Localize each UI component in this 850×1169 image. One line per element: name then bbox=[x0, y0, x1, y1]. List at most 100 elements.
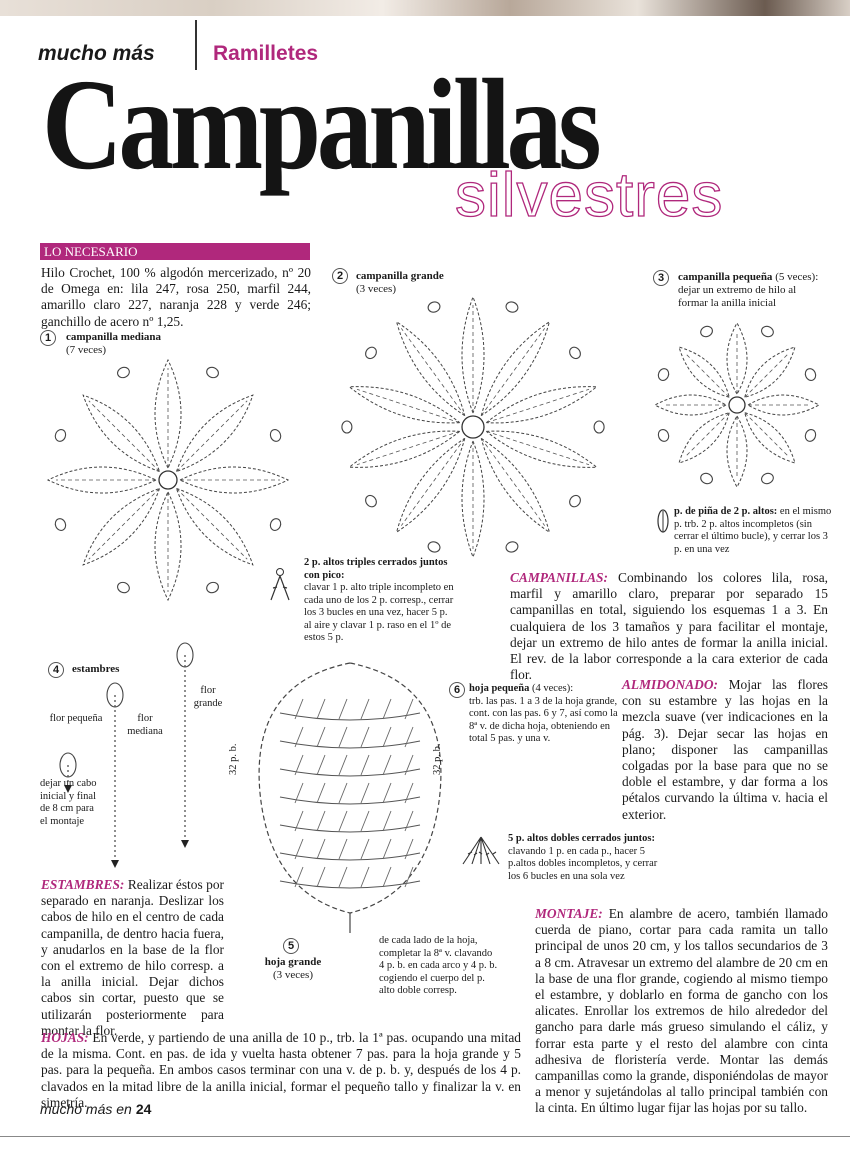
petal-loop bbox=[657, 368, 670, 381]
petal bbox=[82, 488, 160, 566]
leaf-row bbox=[279, 852, 421, 861]
leaf-stitch bbox=[316, 782, 326, 804]
diagram-label-3: campanilla pequeña (5 veces):dejar un ex… bbox=[678, 271, 819, 309]
side-label-left: 32 p. b. bbox=[228, 743, 239, 776]
label-flor-pequena: flor pequeña bbox=[49, 713, 103, 724]
center-ring bbox=[461, 415, 485, 439]
petal bbox=[744, 346, 796, 398]
leaf-stitch bbox=[360, 838, 370, 860]
center-ring bbox=[158, 470, 178, 490]
leaf-row bbox=[279, 880, 421, 889]
diagram-number-5: 5 bbox=[283, 938, 299, 954]
leaf-stitch bbox=[404, 810, 414, 832]
label-dejar-cabo: dejar un cabo inicial y final de 8 cm pa… bbox=[40, 778, 97, 827]
stamen-end-icon bbox=[64, 785, 72, 793]
petal-loop bbox=[206, 581, 219, 594]
necesario-heading: LO NECESARIO bbox=[40, 243, 310, 260]
petal bbox=[726, 321, 748, 395]
leaf-row bbox=[279, 740, 421, 749]
leaf-stitch bbox=[360, 782, 370, 804]
leaf-stitch bbox=[360, 726, 370, 748]
leaf-row bbox=[279, 712, 421, 721]
petal-loop bbox=[269, 429, 282, 442]
petal-loop bbox=[569, 346, 581, 360]
petal-loop bbox=[657, 429, 670, 442]
page-subtitle: silvestres bbox=[454, 161, 724, 230]
petal-loop bbox=[117, 581, 130, 594]
petal-loop bbox=[569, 494, 581, 508]
leaf-stitch bbox=[316, 726, 326, 748]
leaf-stitch bbox=[404, 754, 414, 776]
diagram-hoja bbox=[258, 662, 442, 933]
almidonado-section: ALMIDONADO: Mojar las flores con su esta… bbox=[622, 677, 828, 822]
top-photo-strip bbox=[0, 0, 850, 16]
leaf-stitch bbox=[382, 726, 392, 748]
petal bbox=[486, 386, 598, 424]
petal-loop bbox=[505, 301, 519, 313]
petal bbox=[744, 412, 796, 464]
leaf-stitch bbox=[404, 866, 414, 888]
petal bbox=[480, 320, 551, 417]
diagram-campanilla-grande bbox=[341, 295, 605, 559]
leaf-outline bbox=[258, 662, 442, 914]
leaf-stitch bbox=[404, 782, 414, 804]
petal-loop bbox=[593, 420, 605, 434]
leaf-stitch bbox=[294, 698, 304, 720]
diagram-label-6: hoja pequeña (4 veces):trb. las pas. 1 a… bbox=[469, 683, 618, 744]
hojas-section: HOJAS: En verde, y partiendo de una anil… bbox=[41, 1030, 521, 1110]
petal bbox=[747, 394, 821, 416]
leaf-stitch bbox=[338, 782, 348, 804]
leaf-stitch bbox=[316, 754, 326, 776]
diagram-campanilla-mediana bbox=[46, 358, 290, 602]
diagram-campanilla-pequena bbox=[653, 321, 821, 489]
petal bbox=[348, 430, 460, 468]
leaf-stitch bbox=[294, 726, 304, 748]
petal bbox=[726, 415, 748, 489]
petal-loop bbox=[427, 541, 441, 553]
petal-loop bbox=[54, 518, 67, 531]
stamen-end-icon bbox=[111, 860, 119, 868]
subsection-label: Ramilletes bbox=[213, 42, 319, 65]
leaf-row bbox=[279, 768, 421, 777]
petal bbox=[678, 412, 730, 464]
center-ring bbox=[728, 396, 746, 414]
campanillas-section: CAMPANILLAS: Combinando los colores lila… bbox=[510, 570, 828, 683]
leaf-stitch bbox=[338, 838, 348, 860]
leaf-stitch bbox=[382, 782, 392, 804]
header-divider bbox=[195, 20, 197, 70]
leaf-stitch bbox=[382, 810, 392, 832]
leaf-stitch bbox=[294, 782, 304, 804]
diagram-number-2: 2 bbox=[332, 268, 348, 284]
leaf-stitch bbox=[316, 838, 326, 860]
dobles-legend: 5 p. altos dobles cerrados juntos:clavan… bbox=[508, 833, 658, 882]
leaf-stitch bbox=[338, 754, 348, 776]
stamen-head bbox=[106, 682, 124, 708]
leaf-stitch bbox=[382, 866, 392, 888]
petal bbox=[82, 394, 160, 472]
petal bbox=[154, 491, 182, 602]
label-flor-grande: flor grande bbox=[193, 685, 223, 709]
petal-loop bbox=[341, 420, 353, 434]
leaf-stitch bbox=[360, 698, 370, 720]
leaf-stitch bbox=[316, 698, 326, 720]
estambres-section: ESTAMBRES: Realizar éstos por separado e… bbox=[41, 877, 224, 1038]
leaf-stitch bbox=[404, 726, 414, 748]
dobles-symbol-icon bbox=[462, 836, 500, 865]
petal bbox=[486, 430, 598, 468]
petal-loop bbox=[206, 366, 219, 379]
leaf-stitch bbox=[404, 838, 414, 860]
leaf-row bbox=[279, 824, 421, 833]
petal bbox=[395, 437, 466, 534]
petal bbox=[176, 394, 254, 472]
montaje-section: MONTAJE: En alambre de acero, también ll… bbox=[535, 906, 828, 1116]
petal-loop bbox=[761, 325, 774, 338]
petal-loop bbox=[427, 301, 441, 313]
petal-loop bbox=[804, 368, 817, 381]
petal-loop bbox=[117, 366, 130, 379]
pina-legend: p. de piña de 2 p. altos: en el mismo p.… bbox=[674, 506, 832, 555]
leaf-stitch bbox=[294, 838, 304, 860]
leaf-row bbox=[279, 796, 421, 805]
leaf-stitch bbox=[360, 866, 370, 888]
petal-loop bbox=[365, 346, 377, 360]
